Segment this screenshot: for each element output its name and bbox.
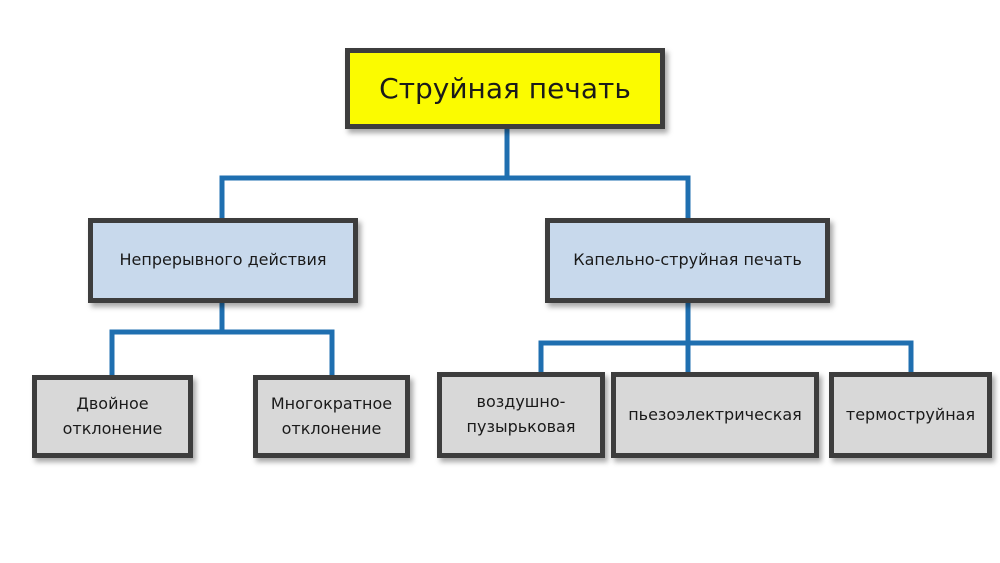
node-right-branch: Капельно-струйная печать	[545, 218, 830, 303]
node-leaf-bubble: воздушно- пузырьковая	[437, 372, 605, 458]
node-leaf-piezo-label: пьезоэлектрическая	[628, 404, 802, 424]
connector-root	[219, 125, 691, 221]
node-leaf-thermal-label: термоструйная	[845, 404, 976, 424]
node-leaf-double-label: Двойное отклонение	[62, 393, 163, 438]
connector-left	[109, 299, 335, 378]
connector-right	[538, 299, 914, 375]
node-left-branch-label: Непрерывного действия	[119, 250, 327, 270]
node-leaf-bubble-label: воздушно- пузырьковая	[466, 392, 576, 436]
node-left-branch: Непрерывного действия	[88, 218, 358, 303]
node-leaf-thermal: термоструйная	[829, 372, 992, 458]
node-leaf-multiple-label: Многократное отклонение	[270, 393, 393, 438]
node-leaf-multiple: Многократное отклонение	[253, 375, 410, 458]
node-leaf-piezo: пьезоэлектрическая	[611, 372, 819, 458]
node-root-label: Струйная печать	[379, 71, 631, 105]
node-root: Струйная печать	[345, 48, 665, 129]
node-leaf-double: Двойное отклонение	[32, 375, 193, 458]
node-right-branch-label: Капельно-струйная печать	[573, 250, 802, 270]
